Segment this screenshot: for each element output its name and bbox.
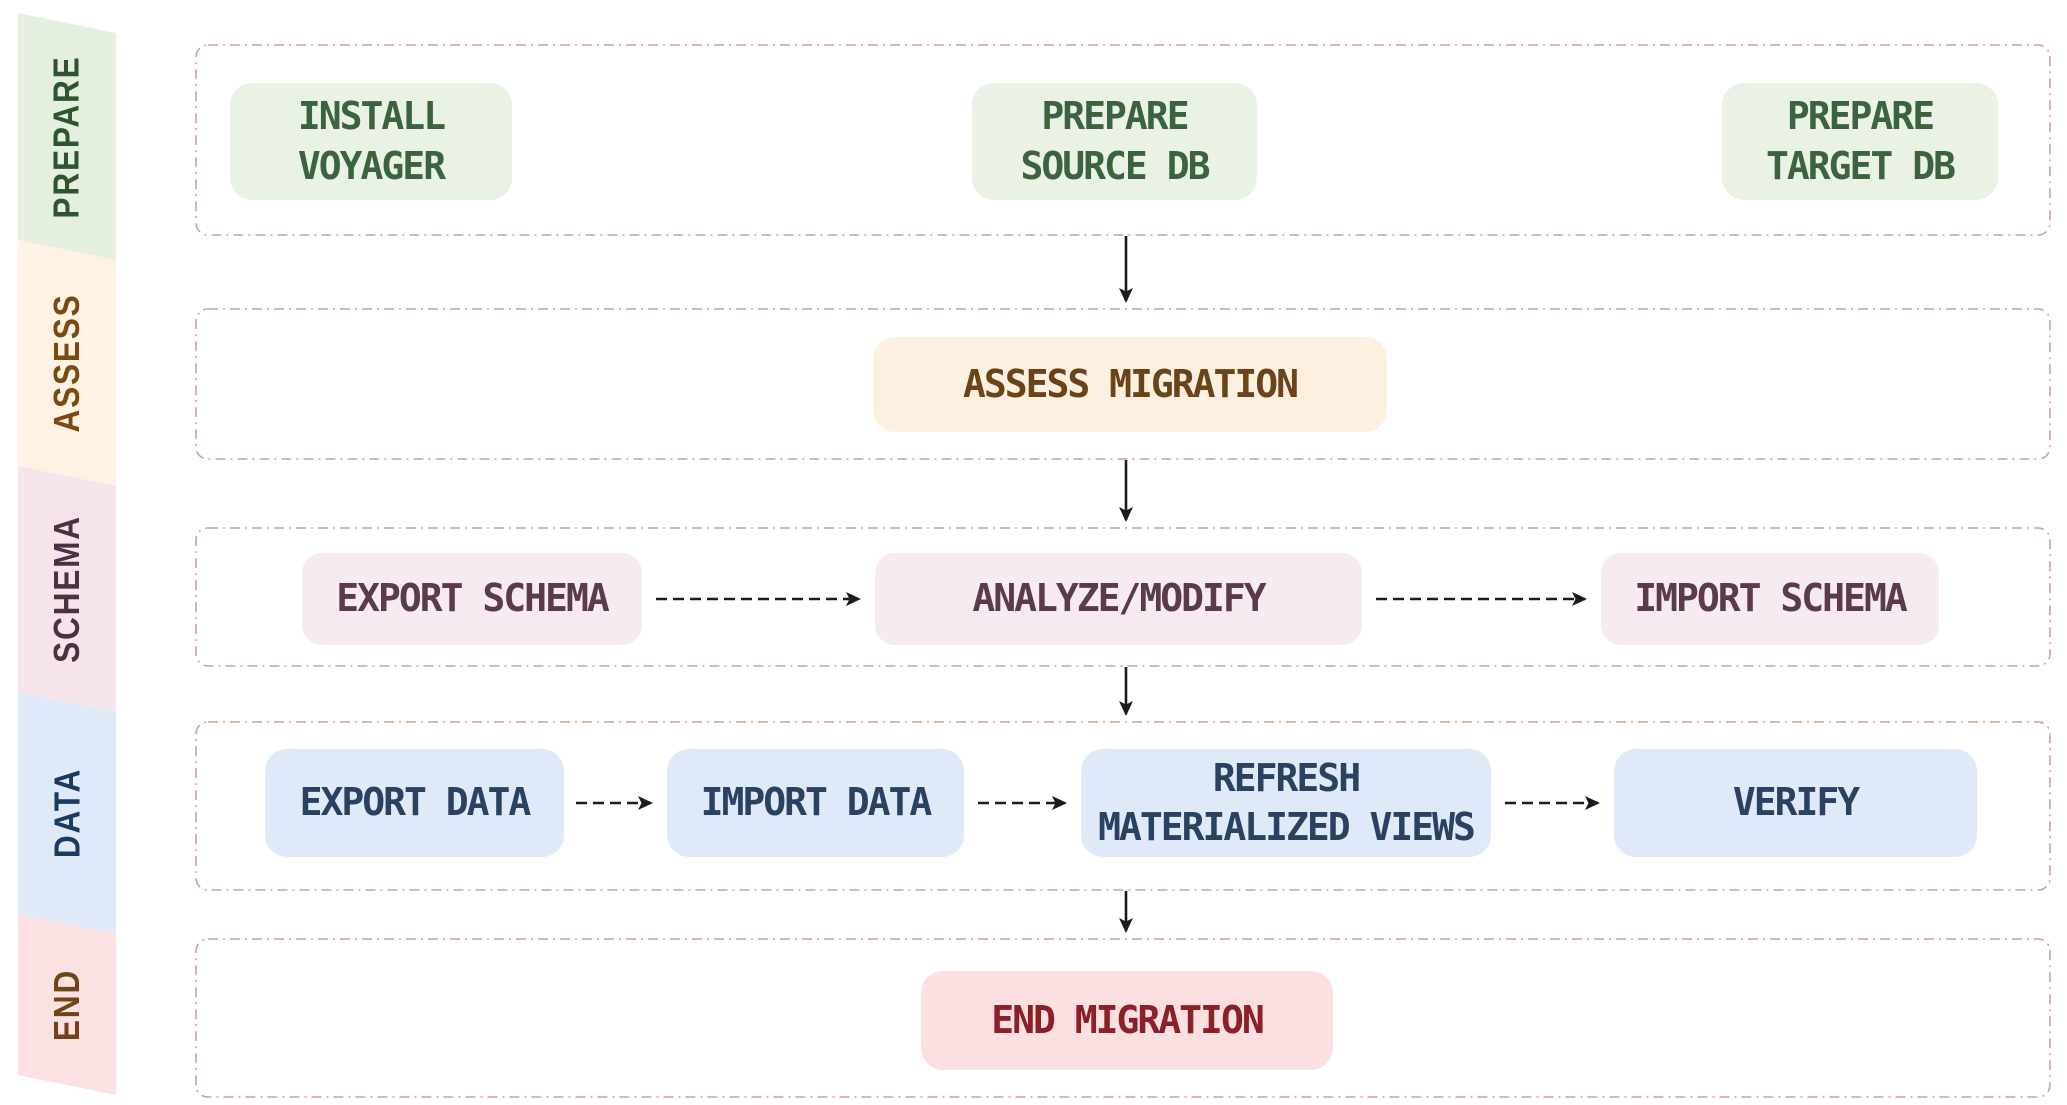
node-export-schema: EXPORT SCHEMA <box>302 553 642 645</box>
node-prepare-target-db: PREPARE TARGET DB <box>1722 83 1998 200</box>
phase-ribbon-segment-data <box>18 692 116 934</box>
node-refresh-materialized-views: REFRESH MATERIALIZED VIEWS <box>1081 749 1491 857</box>
node-export-data: EXPORT DATA <box>265 749 564 857</box>
phase-ribbon-segment-prepare <box>18 13 116 260</box>
lane-prepare <box>195 44 2051 236</box>
node-assess-migration: ASSESS MIGRATION <box>873 337 1387 432</box>
node-install-voyager: INSTALL VOYAGER <box>230 83 512 200</box>
phase-ribbon-segment-assess <box>18 240 116 486</box>
phase-ribbon-segment-schema <box>18 466 116 712</box>
node-import-data: IMPORT DATA <box>667 749 964 857</box>
node-prepare-source-db: PREPARE SOURCE DB <box>972 83 1257 200</box>
lane-data <box>195 721 2051 891</box>
node-import-schema: IMPORT SCHEMA <box>1601 553 1939 645</box>
phase-ribbon-segment-end <box>18 914 116 1095</box>
node-analyze-modify: ANALYZE/MODIFY <box>875 553 1362 645</box>
node-end-migration: END MIGRATION <box>921 971 1333 1070</box>
phase-ribbon <box>18 13 116 1095</box>
node-verify: VERIFY <box>1614 749 1977 857</box>
lane-schema <box>195 527 2051 667</box>
lane-end <box>195 938 2051 1098</box>
lane-assess <box>195 308 2051 460</box>
